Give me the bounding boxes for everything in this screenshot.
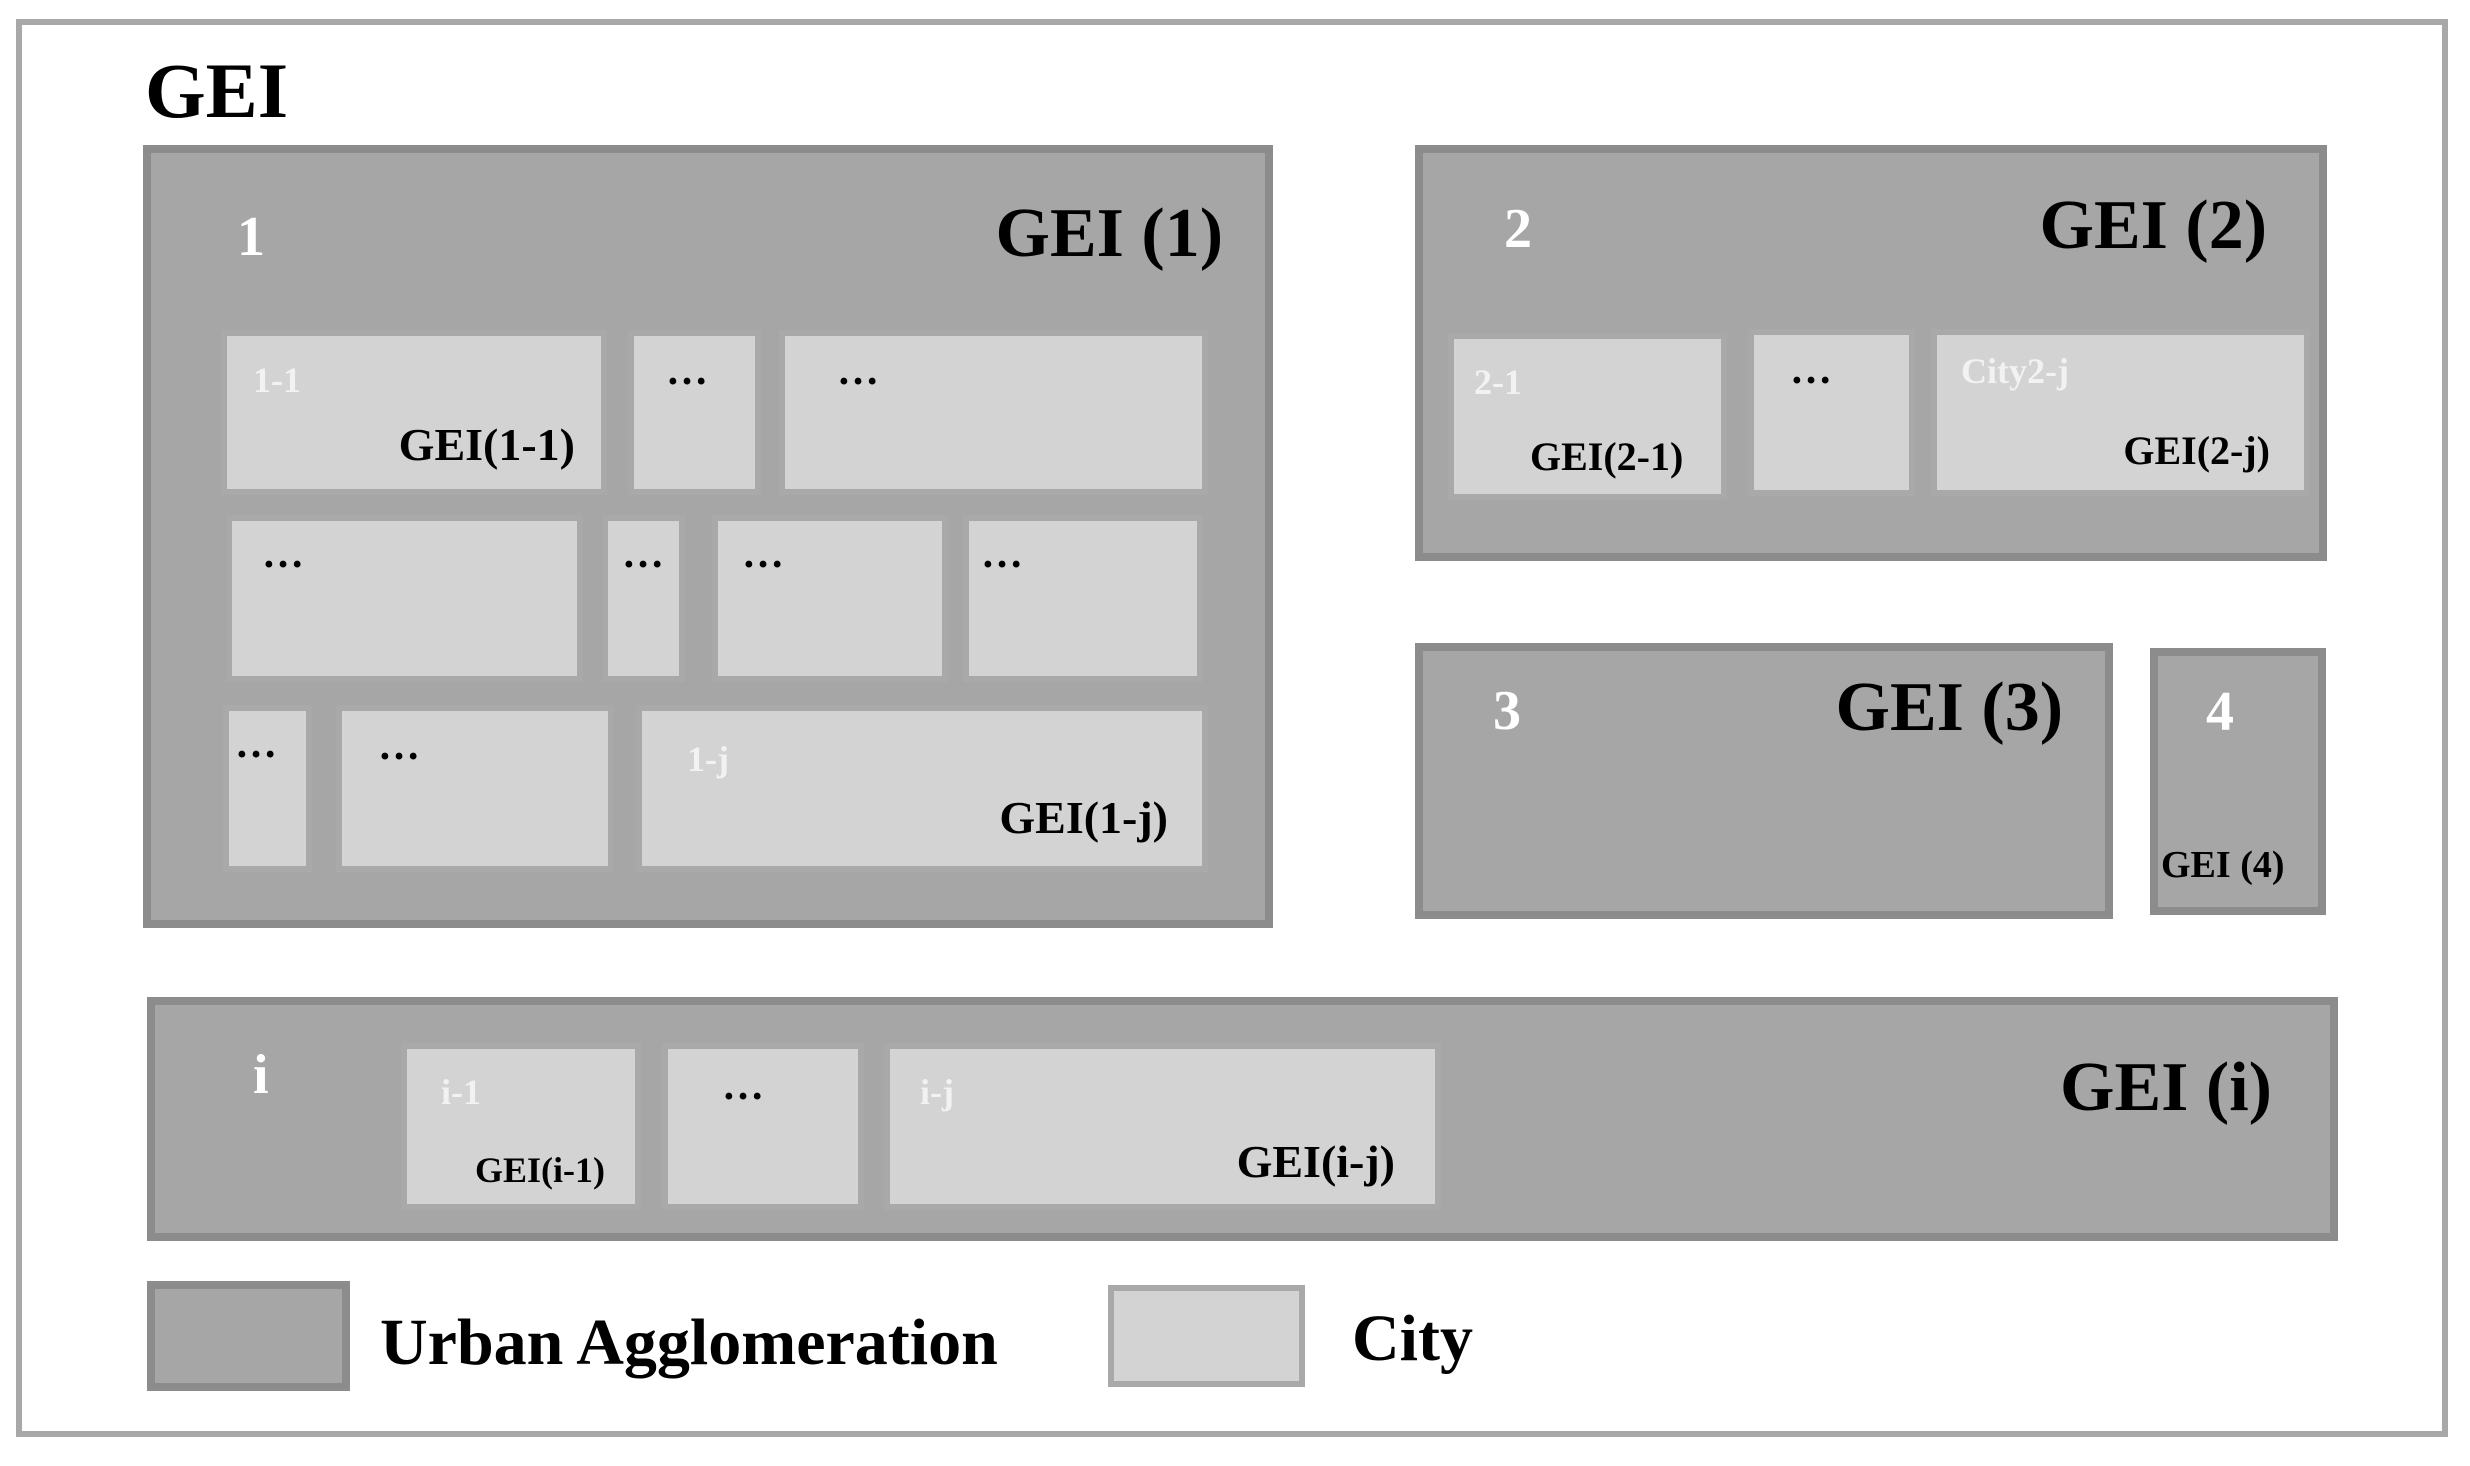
agglomeration-1: 1 GEI (1) 1-1 GEI(1-1) … … … … … … … … 1… [143,145,1273,928]
city-2-1-gei: GEI(2-1) [1530,434,1684,479]
agglomeration-3-gei: GEI (3) [1835,669,2064,746]
city-1-f-ellipsis: … [981,531,1023,577]
legend-city-label: City [1352,1302,1473,1375]
city-2-j: City2-j GEI(2-j) [1931,329,2310,496]
city-i-j: i-j GEI(i-j) [884,1043,1441,1210]
city-1-h: … [336,705,614,872]
city-2-a-ellipsis: … [1790,347,1832,393]
legend-city-swatch [1108,1285,1305,1387]
agglomeration-2-gei: GEI (2) [2039,187,2268,264]
city-1-1: 1-1 GEI(1-1) [221,330,607,495]
agglomeration-3-id: 3 [1493,680,1521,742]
city-i-1-gei: GEI(i-1) [475,1150,605,1190]
city-1-d: … [602,515,685,682]
diagram-title: GEI [145,47,289,134]
city-1-b-ellipsis: … [837,348,879,394]
city-1-g-ellipsis: … [235,721,277,767]
agglomeration-1-id: 1 [237,206,265,268]
city-1-d-ellipsis: … [622,531,664,577]
city-i-1: i-1 GEI(i-1) [401,1043,641,1210]
legend-agglomeration-swatch [147,1281,350,1391]
city-1-j: 1-j GEI(1-j) [636,705,1208,872]
city-1-c-ellipsis: … [262,531,304,577]
city-i-1-id: i-1 [441,1072,481,1112]
city-1-c: … [226,515,583,682]
agglomeration-2-id: 2 [1504,198,1532,260]
city-i-j-gei: GEI(i-j) [1236,1136,1395,1187]
city-1-1-gei: GEI(1-1) [398,419,575,470]
agglomeration-3: 3 GEI (3) [1415,643,2113,919]
city-1-j-gei: GEI(1-j) [999,792,1168,843]
agglomeration-i-id: i [253,1044,269,1106]
city-2-j-gei: GEI(2-j) [2123,428,2270,473]
city-i-a: … [662,1043,864,1210]
city-1-g: … [223,705,312,872]
agglomeration-i-gei: GEI (i) [2060,1049,2272,1126]
city-1-j-id: 1-j [687,739,729,779]
legend-agglomeration-label: Urban Agglomeration [380,1306,998,1379]
agglomeration-2: 2 GEI (2) 2-1 GEI(2-1) … City2-j GEI(2-j… [1415,145,2327,561]
city-1-1-id: 1-1 [253,360,301,400]
agglomeration-4: 4 GEI (4) [2150,648,2326,915]
city-1-e: … [712,515,948,682]
city-2-j-id: City2-j [1961,351,2069,391]
agglomeration-4-gei: GEI (4) [2161,844,2285,886]
city-1-e-ellipsis: … [742,531,784,577]
city-2-1: 2-1 GEI(2-1) [1448,333,1727,500]
agglomeration-i: i GEI (i) i-1 GEI(i-1) … i-j GEI(i-j) [147,997,2338,1241]
city-i-a-ellipsis: … [722,1063,764,1109]
city-1-h-ellipsis: … [378,723,420,769]
city-1-b: … [779,330,1208,495]
city-i-j-id: i-j [920,1072,954,1112]
city-1-a: … [628,330,761,495]
agglomeration-1-gei: GEI (1) [995,195,1224,272]
city-1-a-ellipsis: … [666,348,708,394]
city-2-1-id: 2-1 [1474,362,1522,402]
agglomeration-4-id: 4 [2206,681,2234,743]
city-2-a: … [1748,329,1915,496]
city-1-f: … [963,515,1203,682]
